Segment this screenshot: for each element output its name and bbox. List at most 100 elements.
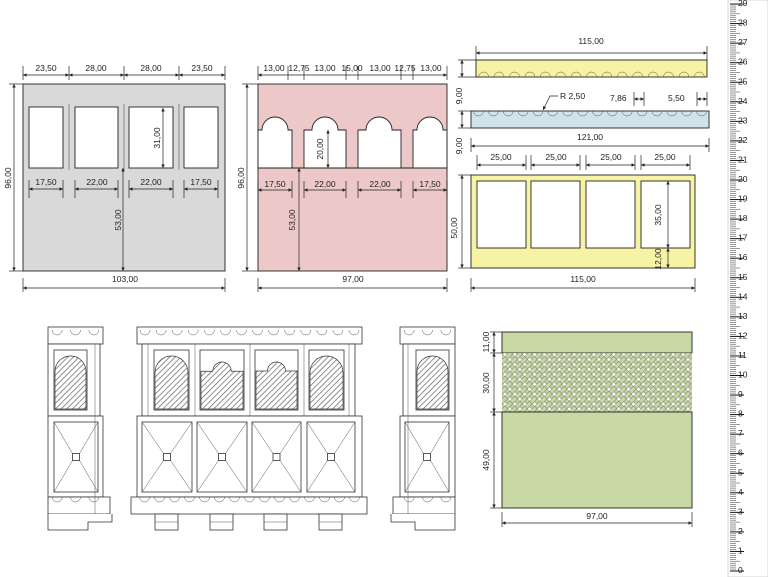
scallop bbox=[509, 71, 520, 78]
dim-label: 5,50 bbox=[668, 93, 685, 103]
ruler-label: 25 bbox=[738, 76, 748, 86]
side-base bbox=[392, 496, 456, 515]
scallop bbox=[184, 496, 195, 503]
dim-label: 22,00 bbox=[140, 177, 162, 187]
scallop bbox=[403, 496, 415, 503]
dim-label: 103,00 bbox=[112, 274, 138, 284]
gray-panel-drawing bbox=[22, 83, 226, 272]
dim-label: 96,00 bbox=[3, 167, 13, 189]
side-cornice bbox=[47, 326, 104, 345]
elevation-drawings bbox=[47, 326, 456, 531]
scallop bbox=[440, 496, 452, 503]
scallop bbox=[694, 71, 705, 78]
hatched-arch bbox=[416, 355, 449, 410]
dim-label: R 2,50 bbox=[560, 91, 585, 101]
dim-label: 22,00 bbox=[86, 177, 108, 187]
dim-label: 28,00 bbox=[140, 63, 162, 73]
ruler-label: 22 bbox=[738, 135, 748, 145]
green-bottom-panel bbox=[501, 411, 693, 509]
scallop bbox=[332, 329, 344, 336]
scallop bbox=[139, 329, 151, 336]
ruler-label: 0 bbox=[738, 565, 743, 575]
dim-label: 9,00 bbox=[454, 137, 464, 154]
dim-label: 12,75 bbox=[394, 63, 416, 73]
scallop bbox=[155, 329, 167, 336]
dim-label: 13,00 bbox=[420, 63, 442, 73]
dimension-lines bbox=[9, 46, 710, 527]
dim-label: 96,00 bbox=[236, 167, 246, 189]
pink-panel-drawing bbox=[257, 83, 448, 272]
panel-diagonals bbox=[251, 421, 302, 493]
ruler-label: 28 bbox=[738, 18, 748, 28]
dim-label: 31,00 bbox=[152, 127, 162, 149]
scallop bbox=[601, 71, 613, 78]
scallop bbox=[70, 496, 81, 503]
dim-label: 50,00 bbox=[449, 217, 459, 239]
dimension-labels: 23,50 28,00 28,00 23,50 17,50 22,00 22,0… bbox=[3, 36, 685, 521]
panel-boss bbox=[423, 453, 431, 461]
scallop bbox=[636, 110, 648, 117]
scallop bbox=[244, 496, 255, 503]
ruler-label: 18 bbox=[738, 213, 748, 223]
scallop bbox=[617, 71, 628, 78]
scallop bbox=[586, 71, 597, 78]
dim-label: 22,00 bbox=[314, 179, 336, 189]
dim-label: 13,00 bbox=[314, 63, 336, 73]
scallop bbox=[199, 496, 210, 503]
dim-label: 17,50 bbox=[419, 179, 441, 189]
ruler-label: 21 bbox=[738, 154, 748, 164]
window-opening bbox=[640, 180, 691, 249]
scallop bbox=[696, 110, 707, 117]
window-opening bbox=[476, 180, 527, 249]
dim-label: 13,00 bbox=[369, 63, 391, 73]
ruler-label: 16 bbox=[738, 252, 748, 262]
dim-label: 17,50 bbox=[264, 179, 286, 189]
scallop bbox=[204, 329, 215, 336]
scallop bbox=[647, 71, 659, 78]
scallop bbox=[621, 110, 633, 117]
dim-label: 121,00 bbox=[577, 132, 603, 142]
dim-label: 15,00 bbox=[341, 63, 363, 73]
scallop bbox=[236, 329, 247, 336]
panel-diagonals bbox=[196, 421, 248, 493]
dim-label: 115,00 bbox=[578, 36, 604, 46]
scallop bbox=[268, 329, 279, 336]
scallop bbox=[259, 496, 270, 503]
scallop bbox=[220, 329, 231, 336]
scallop bbox=[422, 329, 433, 336]
ruler-label: 5 bbox=[738, 467, 743, 477]
scallop bbox=[577, 110, 588, 117]
ruler-label: 20 bbox=[738, 174, 748, 184]
window-opening bbox=[530, 180, 581, 249]
scallop bbox=[348, 329, 360, 336]
scallop bbox=[681, 110, 692, 117]
dim-label: 17,50 bbox=[190, 177, 212, 187]
ruler-label: 6 bbox=[738, 448, 743, 458]
scallop bbox=[51, 496, 63, 503]
scallop bbox=[547, 110, 559, 117]
ruler-label: 19 bbox=[738, 194, 748, 204]
scallop bbox=[304, 496, 315, 503]
pink-panel bbox=[257, 83, 448, 272]
ruler-label: 3 bbox=[738, 506, 743, 516]
dim-label: 12,00 bbox=[653, 248, 663, 270]
scallop bbox=[555, 71, 566, 78]
vertical-ruler[interactable]: 0123456789101112131415161718192021222324… bbox=[727, 0, 768, 577]
arched-opening bbox=[303, 116, 347, 169]
dim-label: 49,00 bbox=[481, 449, 491, 471]
dim-label: 25,00 bbox=[490, 152, 512, 162]
scallop bbox=[139, 496, 150, 503]
scallop bbox=[524, 71, 536, 78]
scallop bbox=[229, 496, 240, 503]
dim-label: 25,00 bbox=[600, 152, 622, 162]
scallop bbox=[403, 329, 415, 336]
hatched-arch bbox=[255, 361, 298, 410]
dim-label: 17,50 bbox=[35, 177, 57, 187]
scallop bbox=[88, 329, 100, 336]
hatched-arch bbox=[54, 355, 87, 410]
dim-label: 12,75 bbox=[288, 63, 310, 73]
ruler-label: 13 bbox=[738, 311, 748, 321]
green-lattice bbox=[502, 353, 692, 412]
dim-label: 115,00 bbox=[570, 274, 596, 284]
